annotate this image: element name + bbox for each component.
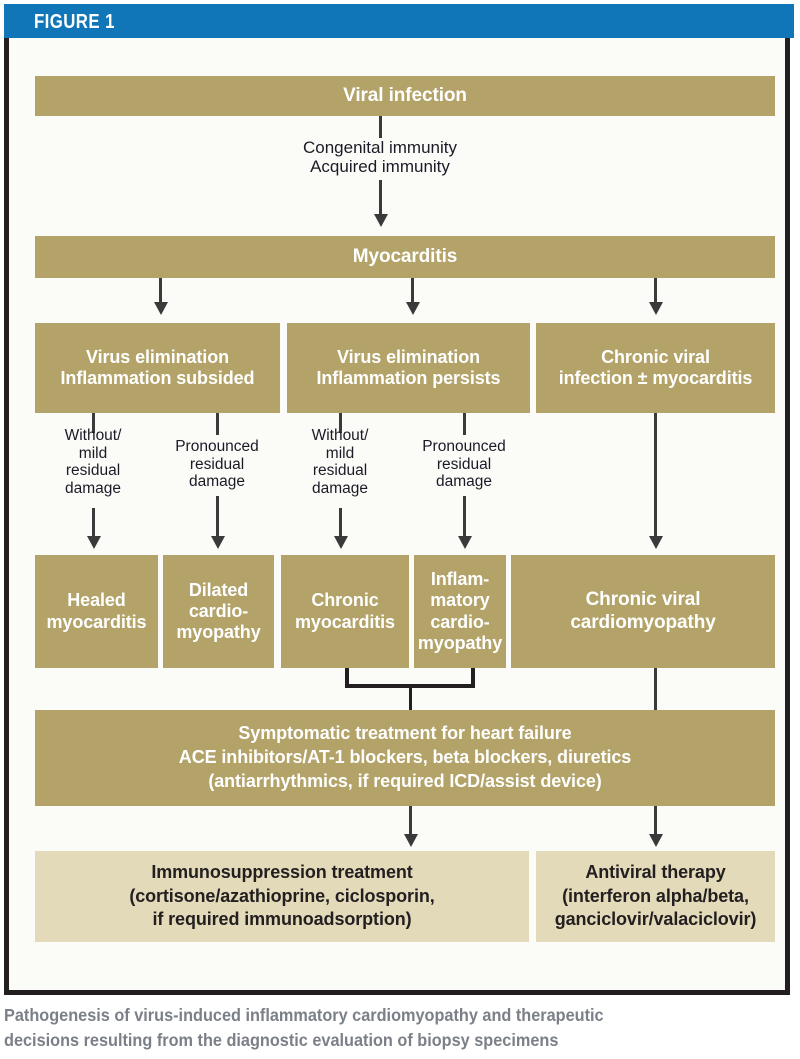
arrowhead-chronic-viral-cardiomyopathy (648, 536, 663, 549)
node-immunosuppression-treatment: Immunosuppression treatment (cortisone/a… (35, 851, 529, 942)
arrowhead-dilated-cardiomyopathy (210, 536, 225, 549)
connector-pronounced-2-bottom (463, 496, 466, 540)
arrowhead-antiviral (648, 834, 663, 847)
connector-chronic-viral-long (654, 413, 657, 540)
arrowhead-branch-1 (153, 302, 168, 315)
edge-label-without-mild-2: Without/ mild residual damage (311, 427, 369, 497)
arrowhead-branch-2 (405, 302, 420, 315)
node-symptomatic-treatment: Symptomatic treatment for heart failure … (35, 710, 775, 806)
arrowhead-branch-3 (648, 302, 663, 315)
node-chronic-viral-infection: Chronic viral infection ± myocarditis (536, 323, 775, 413)
node-virus-elimination-persists: Virus elimination Inflammation persists (287, 323, 530, 413)
figure-number-label: FIGURE 1 (34, 11, 115, 33)
node-antiviral-therapy: Antiviral therapy (interferon alpha/beta… (536, 851, 775, 942)
connector-without-mild-2-top (339, 413, 342, 433)
connector-pronounced-1-top (216, 413, 219, 435)
connector-pronounced-2-top (463, 413, 466, 435)
figure-caption: Pathogenesis of virus-induced inflammato… (4, 1005, 604, 1051)
figure-frame: Viral infection Congenital immunity Acqu… (4, 38, 790, 995)
connector-treatment-to-antiviral (654, 806, 657, 838)
arrowhead-healed-myocarditis (86, 536, 101, 549)
arrowhead-immunosuppression (403, 834, 418, 847)
figure-header-bar: FIGURE 1 (4, 4, 794, 38)
connector-treatment-to-immunosuppression (409, 806, 412, 838)
connector-without-mild-1-top (92, 413, 95, 433)
arrowhead-chronic-myocarditis (333, 536, 348, 549)
connector-line-immunity-bottom (379, 180, 382, 218)
bracket-leg-left (345, 668, 349, 688)
node-viral-infection: Viral infection (35, 76, 775, 116)
edge-label-pronounced-2: Pronounced residual damage (422, 438, 506, 491)
connector-myocarditis-branch-2 (411, 278, 414, 306)
arrowhead-inflammatory-cardiomyopathy (457, 536, 472, 549)
node-myocarditis: Myocarditis (35, 236, 775, 278)
edge-label-pronounced-1: Pronounced residual damage (175, 438, 259, 491)
connector-myocarditis-branch-3 (654, 278, 657, 306)
bracket-leg-right (471, 668, 475, 688)
connector-without-mild-2-bottom (339, 508, 342, 540)
edge-label-without-mild-1: Without/ mild residual damage (64, 427, 122, 497)
node-dilated-cardiomyopathy: Dilated cardio- myopathy (163, 555, 274, 668)
connector-chronic-viral-cm-to-treatment (654, 668, 657, 716)
bracket-stem-to-treatment (409, 684, 412, 716)
connector-myocarditis-branch-1 (159, 278, 162, 306)
node-healed-myocarditis: Healed myocarditis (35, 555, 158, 668)
node-virus-elimination-subsided: Virus elimination Inflammation subsided (35, 323, 280, 413)
edge-label-immunity: Congenital immunity Acquired immunity (302, 138, 457, 177)
node-chronic-myocarditis: Chronic myocarditis (281, 555, 409, 668)
node-chronic-viral-cardiomyopathy: Chronic viral cardiomyopathy (511, 555, 775, 668)
connector-line-immunity-top (379, 116, 382, 138)
arrowhead-to-myocarditis (373, 214, 388, 227)
connector-pronounced-1-bottom (216, 496, 219, 540)
connector-without-mild-1-bottom (92, 508, 95, 540)
node-inflammatory-cardiomyopathy: Inflam- matory cardio- myopathy (414, 555, 506, 668)
